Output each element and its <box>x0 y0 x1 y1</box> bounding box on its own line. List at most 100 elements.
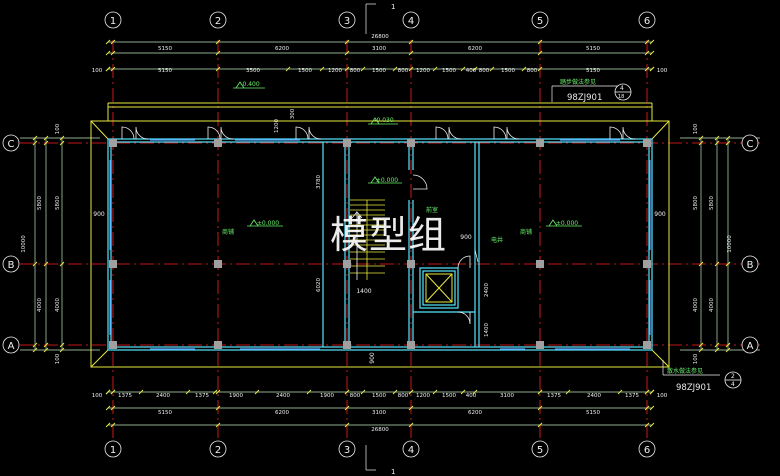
dim-total-bottom: 26800 <box>371 427 389 433</box>
dim-top-detail-14: 800 <box>527 68 538 74</box>
stair-arrow <box>351 210 363 280</box>
room-shop-left: 商铺 <box>222 228 234 236</box>
dimension-tick <box>344 39 350 45</box>
dimension-tick <box>714 347 720 353</box>
dimension-tick <box>537 405 543 411</box>
dimension-tick <box>649 405 655 411</box>
dim-left-outer: 10000 <box>21 235 27 253</box>
dim-top-detail-7: 1500 <box>372 68 386 74</box>
windows <box>109 139 651 350</box>
dim-left-mid-2: 4000 <box>37 298 43 312</box>
dimension-tick <box>489 66 495 72</box>
axis-label-3-bottom: 3 <box>344 445 350 456</box>
axis-label-1-top: 1 <box>110 16 116 27</box>
axis-bubbles <box>2 11 759 458</box>
column <box>109 260 117 268</box>
dimension-tick <box>408 405 414 411</box>
dim-bottom-detail-7: 1900 <box>320 393 334 399</box>
dimension-tick <box>408 66 414 72</box>
dim-total-top: 26800 <box>371 34 389 40</box>
dimension-tick <box>32 140 38 146</box>
column <box>343 139 351 147</box>
elevator-shaft <box>425 273 453 303</box>
dim-left-edge-top: 100 <box>55 123 61 134</box>
reference-notes: 踏步做法参见 98ZJ901 4 18 散水做法参见 98ZJ901 2 4 1… <box>391 3 735 476</box>
dimension-tick <box>432 66 438 72</box>
dimension-tick <box>43 140 49 146</box>
dimension-tick <box>537 50 543 56</box>
dim-left-edge-bottom: 100 <box>55 353 61 364</box>
axis-label-c-right: C <box>747 139 754 150</box>
dimension-tick <box>105 389 111 395</box>
dimension-tick <box>408 39 414 45</box>
dim-top-detail-4: 1500 <box>298 68 312 74</box>
dimension-tick <box>43 135 49 141</box>
dimension-tick <box>698 140 704 146</box>
dimension-tick <box>215 66 221 72</box>
dim-bottom-main-5: 5150 <box>586 410 600 416</box>
dim-top-main-5: 5150 <box>586 46 600 52</box>
axis-label-5-bottom: 5 <box>537 445 543 456</box>
dim-bottom-detail-10: 800 <box>398 393 409 399</box>
dim-right-mid-1: 5800 <box>709 196 715 210</box>
axis-label-4-top: 4 <box>408 16 414 27</box>
dim-1200: 1200 <box>274 119 280 133</box>
dimension-tick <box>110 50 116 56</box>
ref-bottom-circle-bottom: 4 <box>731 381 735 388</box>
dimension-tick <box>138 389 144 395</box>
dimension-tick <box>714 261 720 267</box>
dimension-tick <box>521 66 527 72</box>
reference-leaders <box>365 3 720 471</box>
dim-bottom-detail-14: 3100 <box>500 393 514 399</box>
dim-top-main-3: 3100 <box>372 46 386 52</box>
column <box>109 341 117 349</box>
axis-label-4-bottom: 4 <box>408 445 414 456</box>
dimension-tick <box>565 389 571 395</box>
dim-bottom-detail-1: 100 <box>92 393 103 399</box>
dimension-tick <box>714 342 720 348</box>
vertical-dimension-texts: 10000 5800 4000 5800 4000 100 100 10000 … <box>21 108 733 364</box>
dimension-tick <box>344 389 350 395</box>
dim-bottom-main-1: 5150 <box>158 410 172 416</box>
dim-bottom-detail-3: 2400 <box>156 393 170 399</box>
dimension-tick <box>649 389 655 395</box>
axis-label-a-right: A <box>747 341 754 352</box>
dimension-tick <box>725 140 731 146</box>
dim-top-detail-5: 1200 <box>328 68 342 74</box>
dimension-tick <box>725 135 731 141</box>
dimension-tick <box>725 342 731 348</box>
dimension-tick <box>537 389 543 395</box>
dim-bottom-detail-6: 2400 <box>276 393 290 399</box>
dim-top-detail-13: 1500 <box>501 68 515 74</box>
column <box>407 139 415 147</box>
dimension-tick <box>472 66 478 72</box>
watermark-text: 模型组 <box>330 213 448 257</box>
dimension-tick <box>110 389 116 395</box>
dim-bottom-main-2: 6200 <box>275 410 289 416</box>
dimension-tick <box>59 140 65 146</box>
column <box>536 341 544 349</box>
dimension-tick <box>537 66 543 72</box>
dimension-tick <box>215 389 221 395</box>
dimension-tick <box>360 66 366 72</box>
dim-door-900: 900 <box>460 234 472 241</box>
dimension-tick <box>32 135 38 141</box>
walls <box>107 138 653 351</box>
dimension-tick <box>110 66 116 72</box>
axis-label-b-left: B <box>8 260 15 271</box>
elevation-markers <box>233 81 582 227</box>
column <box>109 139 117 147</box>
axis-label-6-top: 6 <box>644 16 650 27</box>
dim-bottom-900: 900 <box>369 352 376 364</box>
dimension-tick <box>306 389 312 395</box>
axis-label-a-left: A <box>8 341 15 352</box>
dim-bottom-detail-4: 1375 <box>195 393 209 399</box>
dim-right-outer: 10000 <box>727 235 733 253</box>
dim-bottom-main-3: 3100 <box>372 410 386 416</box>
dimension-tick <box>644 66 650 72</box>
dimension-tick <box>649 39 655 45</box>
dim-left-inner-2: 4000 <box>55 298 61 312</box>
ref-bottom-circle-top: 2 <box>731 373 735 380</box>
room-shop-right: 商铺 <box>520 228 532 236</box>
dim-top-main-1: 5150 <box>158 46 172 52</box>
